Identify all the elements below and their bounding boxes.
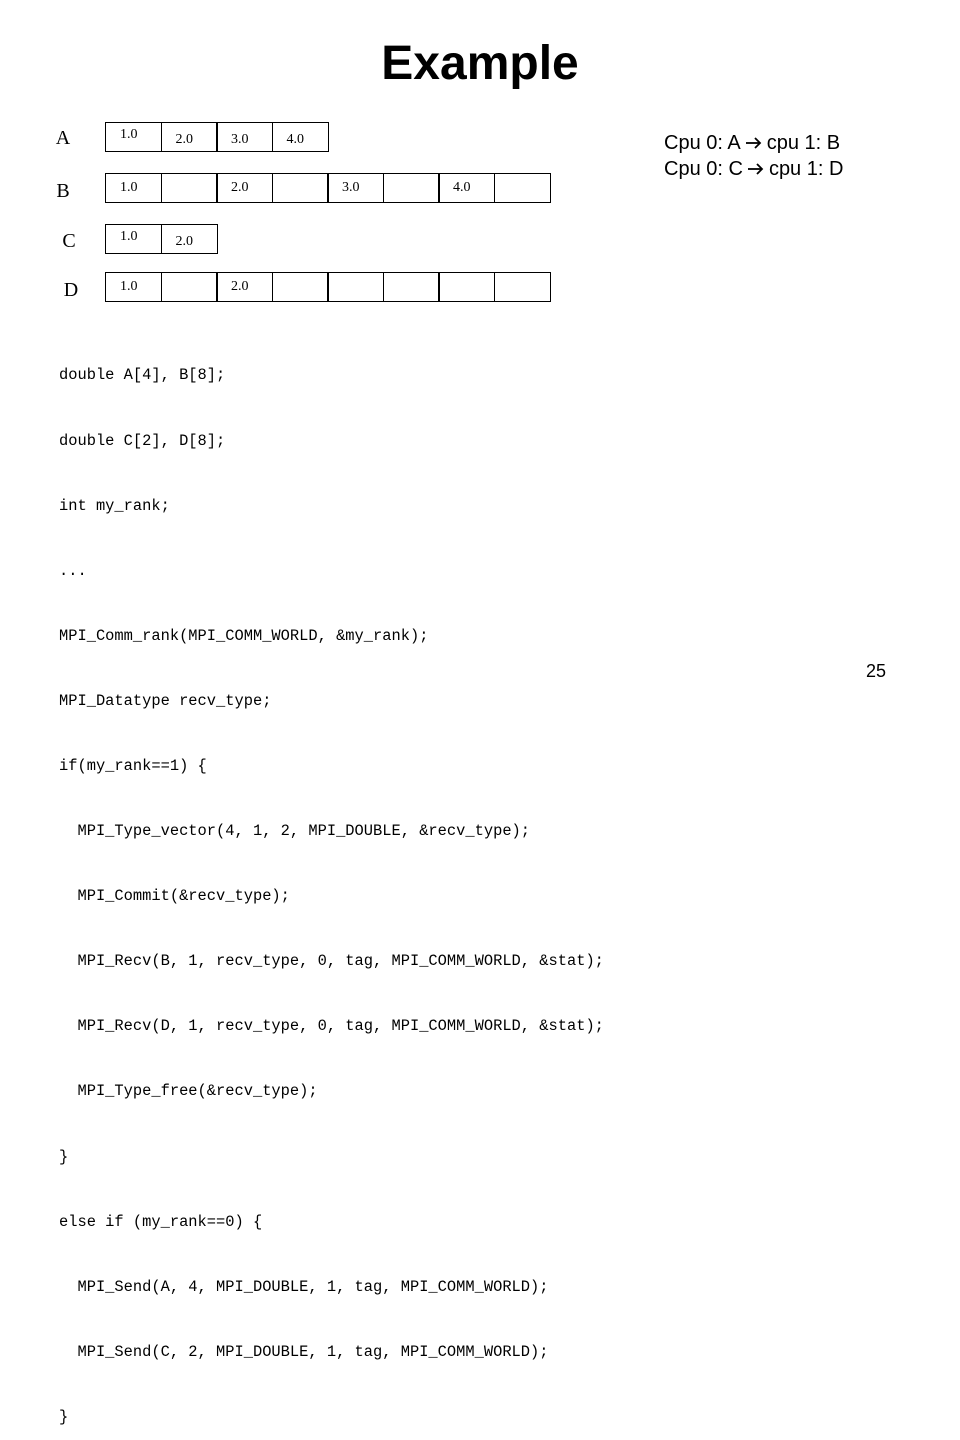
right-arrow-icon [745, 137, 762, 149]
array-b-cell [271, 173, 329, 203]
array-d-cell [327, 272, 384, 302]
array-b-cell: 4.0 [438, 173, 495, 203]
array-d-cell [438, 272, 495, 302]
array-d-label: D [63, 279, 79, 301]
code-line: } [59, 1407, 69, 1426]
array-a-cell: 4.0 [271, 122, 329, 152]
transfer-note-line: Cpu 0: C cpu 1: D [664, 156, 843, 182]
array-b-cell: 1.0 [105, 173, 162, 203]
code-line: } [59, 1147, 69, 1166]
code-line: else if (my_rank==0) { [59, 1212, 263, 1231]
transfer-target: cpu 1: B [766, 132, 841, 154]
code-line: ... [59, 561, 87, 580]
array-b-cell [382, 173, 440, 203]
array-a: 1.0 2.0 3.0 4.0 [105, 122, 329, 152]
transfer-source: Cpu 0: C [664, 158, 743, 180]
array-d: 1.0 2.0 [105, 272, 551, 302]
array-d-cell [382, 272, 440, 302]
array-d-cell [493, 272, 551, 302]
code-line: MPI_Type_vector(4, 1, 2, MPI_DOUBLE, &re… [59, 822, 531, 841]
array-d-cell: 1.0 [105, 272, 162, 302]
code-line: MPI_Datatype recv_type; [59, 691, 272, 710]
transfer-source: Cpu 0: A [664, 132, 741, 154]
array-b-cell [493, 173, 551, 203]
array-d-cell [160, 272, 218, 302]
array-d-cell [271, 272, 329, 302]
array-b-cell: 2.0 [216, 173, 273, 203]
array-a-cell: 3.0 [216, 122, 273, 152]
code-line: MPI_Comm_rank(MPI_COMM_WORLD, &my_rank); [59, 626, 429, 645]
array-c: 1.0 2.0 [105, 224, 218, 254]
array-c-label: C [62, 230, 76, 252]
code-line: if(my_rank==1) { [59, 756, 207, 775]
transfer-note: Cpu 0: A cpu 1: B Cpu 0: C cpu 1: D [664, 130, 843, 182]
array-c-cell: 1.0 [105, 224, 162, 254]
array-a-label: A [55, 127, 71, 149]
transfer-target: cpu 1: D [768, 158, 844, 180]
code-line: MPI_Recv(B, 1, recv_type, 0, tag, MPI_CO… [59, 952, 604, 971]
array-b-label: B [56, 180, 70, 202]
code-line: MPI_Commit(&recv_type); [59, 887, 290, 906]
code-line: MPI_Recv(D, 1, recv_type, 0, tag, MPI_CO… [59, 1017, 604, 1036]
code-line: int my_rank; [59, 496, 170, 515]
code-line: double C[2], D[8]; [59, 431, 226, 450]
code-line: MPI_Send(C, 2, MPI_DOUBLE, 1, tag, MPI_C… [59, 1342, 549, 1361]
array-d-cell: 2.0 [216, 272, 273, 302]
array-c-cell: 2.0 [160, 224, 218, 254]
array-a-cell: 1.0 [105, 122, 162, 152]
code-line: MPI_Type_free(&recv_type); [59, 1082, 318, 1101]
code-line: double A[4], B[8]; [59, 366, 226, 385]
right-arrow-icon [747, 163, 764, 175]
array-b-cell [160, 173, 218, 203]
page-number: 25 [866, 661, 887, 681]
array-b-cell: 3.0 [327, 173, 384, 203]
array-b: 1.0 2.0 3.0 4.0 [105, 173, 551, 203]
code-line: MPI_Send(A, 4, MPI_DOUBLE, 1, tag, MPI_C… [59, 1277, 549, 1296]
array-a-cell: 2.0 [160, 122, 218, 152]
slide-title: Example [381, 37, 579, 90]
transfer-note-line: Cpu 0: A cpu 1: B [664, 130, 843, 156]
code-listing: double A[4], B[8]; double C[2], D[8]; in… [59, 322, 604, 1440]
